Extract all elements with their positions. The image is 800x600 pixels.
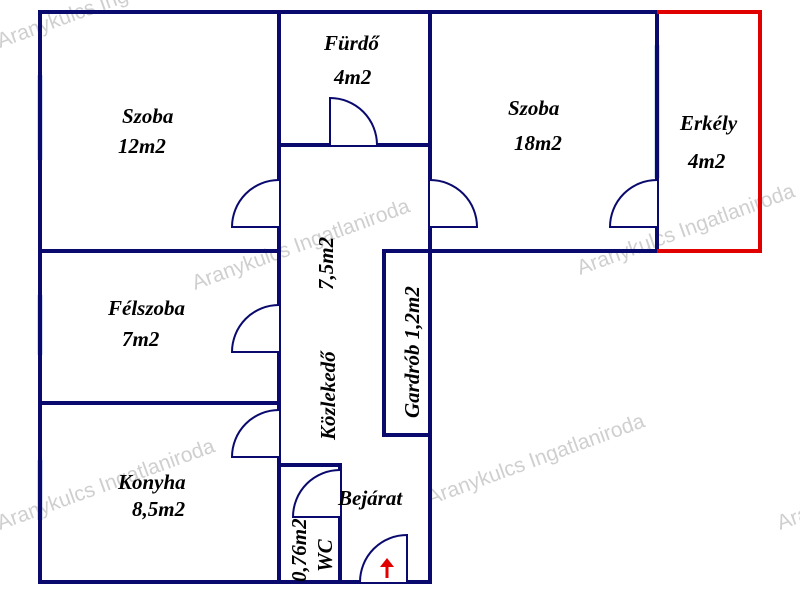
room-area-kozlekedo: 7,5m2 [314,236,338,290]
room-name-furdo: Fürdő [323,31,380,55]
room-name-szoba-large: Szoba [508,96,559,120]
room-label-gardrob: Gardrób 1,2m2 [400,286,424,418]
room-name-erkely: Erkély [679,111,738,135]
room-area-szoba-large: 18m2 [514,131,562,155]
watermark: Aranykulcs Ingatlaniroda [574,179,798,279]
room-name-felszoba: Félszoba [107,296,185,320]
watermark-layer: Aranykulcs Ingatlaniroda Aranykulcs Inga… [0,0,800,535]
door-arc [291,469,341,518]
door-arc [230,409,280,458]
room-name-kozlekedo: Közlekedő [316,350,340,441]
room-area-szoba: 12m2 [118,134,166,158]
door-arc [329,96,378,146]
room-area-furdo: 4m2 [333,65,372,89]
room-area-wc: 0,76m2 [287,518,311,582]
balcony-outline [657,10,762,253]
entrance-arrow-icon [380,558,394,578]
watermark: Aranykulcs Ingatlaniroda [424,409,648,509]
watermark: Aranykulcs Ingatlaniroda [0,0,218,53]
room-name-wc: WC [313,538,337,572]
doors [230,96,658,583]
door-arc [359,533,408,583]
room-area-felszoba: 7m2 [122,327,160,351]
room-name-bejarat: Bejárat [337,486,403,510]
door-arc [429,179,479,228]
door-arc [230,179,280,228]
room-area-erkely: 4m2 [687,149,726,173]
watermark: Aranykulcs Ingatlaniroda [774,434,800,534]
door-arc [230,304,280,353]
watermark: Aranykulcs Ingatlaniroda [189,194,413,294]
door-arc [608,179,658,228]
room-area-konyha: 8,5m2 [132,497,186,521]
room-name-konyha: Konyha [117,470,186,494]
room-name-szoba: Szoba [122,104,173,128]
